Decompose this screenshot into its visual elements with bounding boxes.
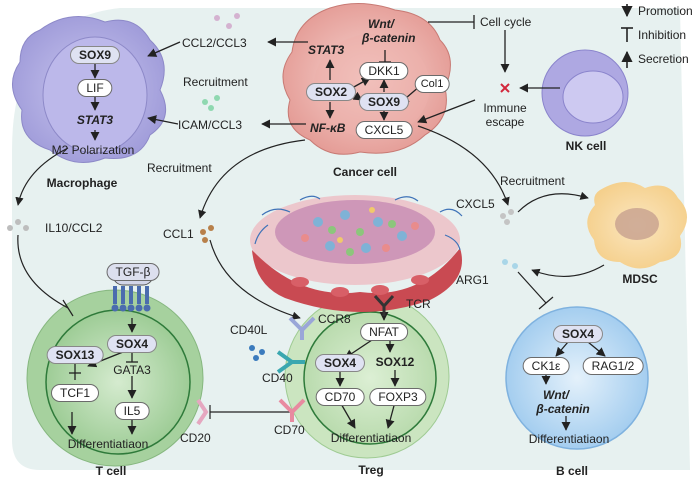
label-arg1: ARG1 [456,273,489,287]
cancer-stat3: STAT3 [308,43,345,57]
tcell-differentiation: Differentiatiaon [67,437,149,451]
ccr8-receptor-icon [288,316,316,340]
legend-secretion: Secretion [638,52,689,66]
macrophage-stat3: STAT3 [76,113,114,127]
macrophage-title: Macrophage [46,176,118,190]
tcr-receptor-icon [373,294,395,316]
label-recruitment-right: Recruitment [500,174,565,188]
tcell-tcf1: TCF1 [51,384,99,402]
cancer-col1: Col1 [414,75,450,93]
cancer-wnt: Wnt/ [368,17,394,31]
label-icam-ccl3: ICAM/CCL3 [178,118,243,132]
tcell-sox13: SOX13 [46,346,104,364]
bcell-differentiation: Differentiatiaon [528,432,610,446]
macrophage-sox9: SOX9 [69,46,121,64]
bcell-beta-catenin: β-catenin [536,402,590,416]
cd70-receptor-icon [278,398,306,422]
tcell-sox4: SOX4 [106,335,158,353]
tcell-title: T cell [95,464,127,478]
cancer-cxcl5: CXCL5 [355,121,413,139]
treg-title: Treg [358,463,384,477]
macrophage-polarization: M2 Polarization [51,143,135,157]
label-il10-ccl2: IL10/CCL2 [45,221,103,235]
cancer-beta-catenin: β-catenin [362,31,416,45]
nk-cell-shape [541,49,629,137]
legend-symbols [621,4,633,68]
label-escape: escape [485,115,525,129]
legend-promotion: Promotion [638,4,693,18]
cd20-receptor-icon [196,398,209,426]
treg-pathway-arrows [335,311,400,429]
treg-ccr8: CCR8 [318,312,351,326]
treg-cd20: CD20 [180,431,211,445]
legend-inhibition: Inhibition [638,28,687,42]
treg-cd70: CD70 [274,423,305,437]
label-ccl1: CCL1 [163,227,194,241]
cancer-sox9: SOX9 [358,93,410,111]
treg-foxp3: FOXP3 [369,388,427,406]
bcell-sox4: SOX4 [552,325,604,343]
treg-differentiation: Differentiatiaon [330,431,412,445]
cd40-receptor-icon [276,350,305,374]
label-immune: Immune [483,101,527,115]
treg-cd40l: CD40L [230,323,268,337]
b-cell-shape [505,306,649,450]
cancer-nfkb: NF-κB [310,121,346,135]
cancer-sox2: SOX2 [305,83,357,101]
tcell-gata3: GATA3 [113,363,151,377]
treg-shape [284,293,450,459]
tcell-tgfb: TGF-β [106,263,160,281]
treg-sox12: SOX12 [375,355,415,369]
tcell-il5: IL5 [114,402,150,420]
macrophage-lif: LIF [77,79,113,97]
tumor-tissue-illustration [250,195,463,313]
treg-cd40: CD40 [262,371,293,385]
top-connection-arrows [147,15,560,129]
cancer-dkk1: DKK1 [359,62,409,80]
secretion-dots [7,13,518,361]
treg-cd70-inner: CD70 [315,388,365,406]
label-cell-cycle: Cell cycle [480,15,532,29]
mdsc-shape [587,181,688,269]
blocked-x-mark [500,83,510,93]
curved-connection-arrows [15,125,605,419]
nk-cell-title: NK cell [565,139,607,153]
treg-nfat: NFAT [360,323,408,341]
treg-sox4: SOX4 [314,354,366,372]
mdsc-title: MDSC [622,272,658,286]
bcell-rag: RAG1/2 [582,357,644,375]
bcell-title: B cell [555,464,589,478]
label-recruitment-mid: Recruitment [147,161,212,175]
treg-tcr: TCR [406,297,431,311]
label-ccl2-ccl3: CCL2/CCL3 [182,36,247,50]
label-recruitment-top: Recruitment [183,75,248,89]
bcell-ck1e: CK1ε [522,357,570,375]
label-cxcl5: CXCL5 [456,197,495,211]
cancer-cell-title: Cancer cell [332,165,398,179]
bcell-wnt: Wnt/ [543,388,569,402]
